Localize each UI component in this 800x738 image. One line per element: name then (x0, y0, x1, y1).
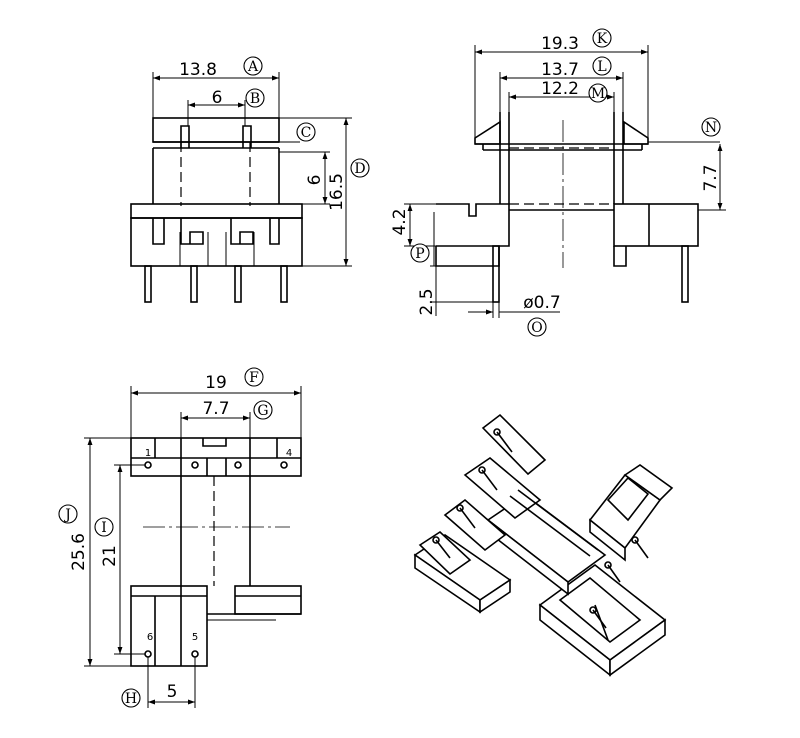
side-flange-left (474, 120, 501, 145)
top-view: 1 4 6 5 19 F 7.7 G (58, 367, 302, 708)
isometric-view (413, 413, 674, 677)
dim-i-label: I (101, 520, 107, 536)
top-lower-right-block (234, 585, 302, 615)
label-bubble (253, 400, 273, 420)
pin-4-label: 4 (286, 448, 292, 459)
label-bubble (592, 28, 612, 48)
side-view: 19.3 K 13.7 L 12.2 M N 7.7 4.2 P (390, 28, 726, 337)
label-bubble (350, 158, 370, 178)
dim-f-value: 19 (205, 373, 227, 393)
dim-h-value: 5 (167, 682, 178, 702)
pin-hole (191, 461, 199, 469)
pin-6-label: 6 (147, 632, 153, 643)
dim-k-label: K (597, 31, 608, 47)
label-bubble (245, 88, 265, 108)
dim-d-label: D (354, 161, 365, 177)
dim-6-value: 6 (305, 175, 325, 186)
front-base-top (130, 203, 303, 219)
label-bubble (244, 367, 264, 387)
dim-2-5-value: 2.5 (417, 288, 437, 315)
side-flange-right (623, 120, 649, 145)
label-bubble (701, 117, 721, 137)
label-bubble (410, 243, 430, 263)
label-bubble (592, 56, 612, 76)
dim-f-label: F (249, 370, 259, 386)
front-view: 13.8 A 6 B C 6 16.5 D (130, 56, 370, 303)
pin-hole (280, 461, 288, 469)
dim-b-label: B (250, 91, 260, 107)
dim-j-label: J (63, 507, 71, 523)
dim-g-label: G (257, 403, 268, 419)
label-bubble (58, 504, 78, 524)
dim-a-value: 13.8 (179, 60, 217, 80)
label-bubble (121, 688, 141, 708)
dim-o-value: ø0.7 (523, 293, 560, 313)
label-n: N (705, 120, 717, 136)
dim-b-value: 6 (212, 88, 223, 108)
top-lower-block (130, 585, 208, 667)
dim-m-value: 12.2 (541, 79, 579, 99)
pin-hole (144, 461, 152, 469)
label-p: P (415, 246, 424, 262)
dim-4-2-value: 4.2 (390, 208, 410, 235)
label-bubble (588, 83, 608, 103)
dim-a-label: A (247, 59, 259, 75)
pin-1-label: 1 (145, 448, 151, 459)
pin-hole (144, 650, 152, 658)
front-pin (190, 265, 198, 303)
dim-g-value: 7.7 (202, 399, 229, 419)
dim-l-value: 13.7 (541, 60, 579, 80)
side-base-right (613, 203, 699, 247)
label-bubble (527, 317, 547, 337)
top-upper-block (130, 437, 302, 477)
dim-i-value: 21 (100, 545, 120, 567)
dim-l-label: L (597, 59, 606, 75)
front-pin (144, 265, 152, 303)
dim-o-label: O (531, 320, 542, 336)
side-pin (681, 245, 689, 303)
label-bubble (296, 122, 316, 142)
front-top-flange (152, 117, 280, 143)
label-bubble (94, 517, 114, 537)
pin-hole (234, 461, 242, 469)
label-bubble (243, 56, 263, 76)
pin-hole (191, 650, 199, 658)
front-pin (280, 265, 288, 303)
pin-5-label: 5 (192, 632, 198, 643)
dim-d-value: 16.5 (327, 173, 347, 211)
dim-j-value: 25.6 (69, 533, 89, 571)
side-pin (492, 245, 500, 303)
front-base-body (130, 217, 303, 267)
dim-h-label: H (125, 691, 137, 707)
label-c: C (301, 125, 312, 141)
front-pin (234, 265, 242, 303)
dim-k-value: 19.3 (541, 34, 579, 54)
dim-7-7-value: 7.7 (701, 164, 721, 191)
dim-m-label: M (591, 86, 605, 102)
